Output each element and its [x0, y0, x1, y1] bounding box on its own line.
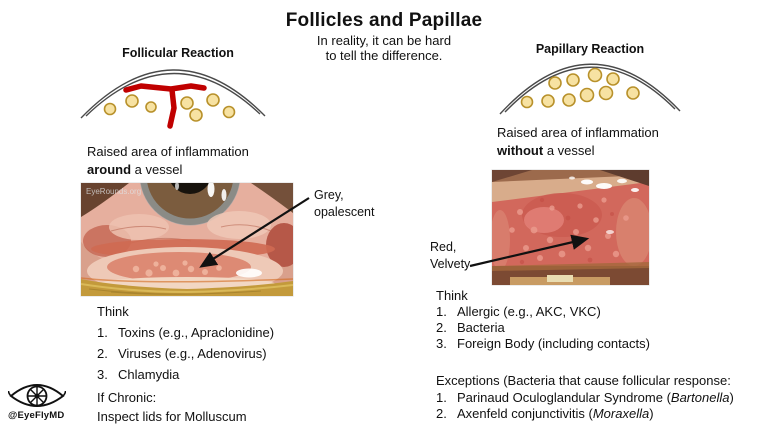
page-subtitle: In reality, it can be hard to tell the d…: [0, 33, 768, 63]
papillary-photo: [492, 170, 649, 285]
eye-wheel-logo-icon: [8, 384, 66, 407]
callout-red-line2: Velvety: [430, 257, 471, 271]
eyelid-arc: [499, 63, 681, 115]
red-callout-arrow-icon: [469, 234, 590, 268]
follicular-description-rest: a vessel: [131, 162, 183, 177]
vessel-icon: [123, 83, 207, 129]
list-item-number: 2.: [436, 406, 447, 421]
list-item-number: 3.: [97, 367, 108, 382]
papillary-description: Raised area of inflammation without a ve…: [497, 124, 717, 160]
papillary-description-bold: without: [497, 143, 544, 158]
subtitle-line-1: In reality, it can be hard: [316, 33, 452, 48]
papillary-diagram: [499, 63, 681, 115]
callout-red-line1: Red,: [430, 240, 457, 254]
follicular-description: Raised area of inflammation around a ves…: [87, 143, 307, 179]
papillary-description-line1: Raised area of inflammation: [497, 125, 659, 140]
papillary-heading: Papillary Reaction: [535, 42, 645, 56]
list-item-number: 2.: [436, 320, 447, 335]
chronic-line1: If Chronic:: [97, 390, 157, 405]
subtitle-line-2: to tell the difference.: [325, 48, 443, 63]
list-item: 2. Bacteria: [436, 320, 686, 336]
list-item: 3. Foreign Body (including contacts): [436, 336, 686, 352]
list-item: 1. Allergic (e.g., AKC, VKC): [436, 304, 686, 320]
list-item-number: 3.: [436, 336, 447, 351]
eyelid-arc: [80, 69, 266, 119]
footer-handle: @EyeFlyMD: [8, 410, 65, 421]
grey-opalescent-callout: Grey, opalescent: [314, 187, 404, 221]
exceptions-label: Exceptions (Bacteria that cause follicul…: [436, 373, 731, 388]
list-item-number: 1.: [436, 304, 447, 319]
list-item-text: Toxins (e.g., Apraclonidine): [118, 325, 275, 340]
think-label-right: Think: [436, 288, 468, 303]
list-item-text: Parinaud Oculoglandular Syndrome (Barton…: [457, 389, 734, 405]
papillary-think-list: Think 1. Allergic (e.g., AKC, VKC) 2. Ba…: [436, 288, 686, 352]
list-item-text: Axenfeld conjunctivitis (Moraxella): [457, 406, 654, 421]
exceptions-list: Exceptions (Bacteria that cause follicul…: [436, 373, 761, 423]
organism-name: Bartonella: [670, 389, 730, 405]
follicular-diagram: [80, 69, 266, 129]
follicular-description-bold: around: [87, 162, 132, 177]
list-item: 1. Parinaud Oculoglandular Syndrome (Bar…: [436, 390, 761, 407]
think-label-left: Think: [97, 304, 129, 319]
list-item: 2. Axenfeld conjunctivitis (Moraxella): [436, 406, 761, 423]
list-item-text: Chlamydia: [118, 367, 180, 382]
red-velvety-callout: Red, Velvety: [430, 239, 490, 273]
page-title: Follicles and Papillae: [285, 10, 483, 31]
follicle-dots: [103, 93, 236, 122]
papillary-description-rest: a vessel: [543, 143, 595, 158]
follicular-think-list: Think 1. Toxins (e.g., Apraclonidine) 2.…: [97, 301, 327, 385]
organism-name: Moraxella: [592, 406, 650, 421]
list-item-text: Allergic (e.g., AKC, VKC): [457, 304, 601, 319]
chronic-note: If Chronic: Inspect lids for Molluscum: [97, 388, 327, 426]
list-item: 2. Viruses (e.g., Adenovirus): [97, 343, 327, 364]
papillae-dots: [520, 67, 640, 109]
follicular-photo: EyeRounds.org: [81, 183, 293, 296]
list-item: 1. Toxins (e.g., Apraclonidine): [97, 322, 327, 343]
list-item-number: 1.: [436, 389, 447, 405]
list-item-number: 2.: [97, 346, 108, 361]
follicular-heading: Follicular Reaction: [122, 46, 234, 60]
follicular-description-line1: Raised area of inflammation: [87, 144, 249, 159]
photo-watermark: EyeRounds.org: [86, 187, 141, 196]
chronic-line2: Inspect lids for Molluscum: [97, 409, 247, 424]
callout-grey-line2: opalescent: [314, 205, 375, 219]
grey-callout-arrow-icon: [199, 197, 310, 268]
callout-grey-line1: Grey,: [314, 188, 344, 202]
list-item-text: Bacteria: [457, 320, 505, 335]
footer-logo: @EyeFlyMD: [8, 382, 72, 421]
list-item-text: Foreign Body (including contacts): [457, 336, 650, 351]
list-item-text: Viruses (e.g., Adenovirus): [118, 346, 267, 361]
list-item-number: 1.: [97, 325, 108, 340]
list-item: 3. Chlamydia: [97, 364, 327, 385]
